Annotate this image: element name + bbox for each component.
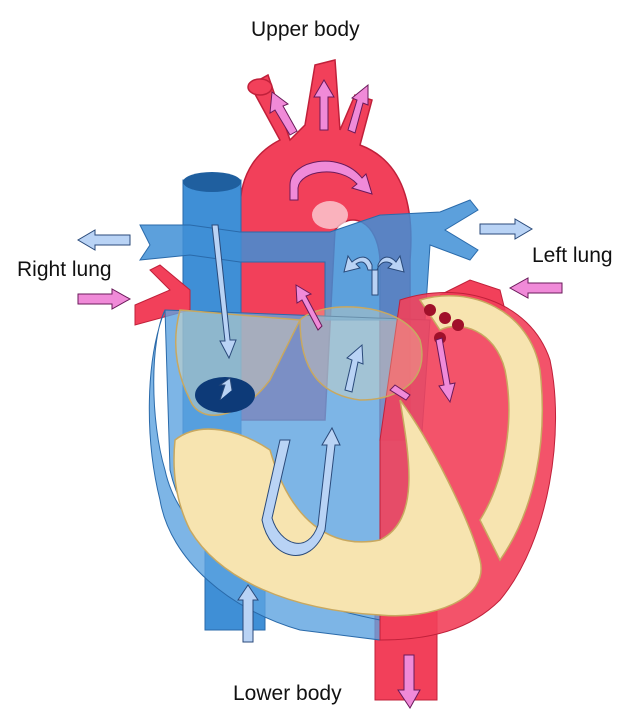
- arrow-to-left-lung: [479, 218, 533, 240]
- label-upper-body: Upper body: [251, 18, 360, 41]
- arrow-ventricle-loop: [261, 426, 341, 556]
- arrow-to-aorta: [295, 284, 323, 331]
- arrow-right-ventricle-up: [344, 343, 364, 393]
- arrow-left-ventricle: [435, 337, 456, 404]
- arrow-atrium-small: [218, 377, 233, 401]
- pulmonary-artery: [138, 199, 479, 321]
- oxygenated-flow-arrows: [77, 79, 563, 709]
- arrow-upper-left: [269, 91, 298, 136]
- arrow-svc-down: [211, 224, 237, 360]
- label-right-lung: Right lung: [17, 258, 112, 281]
- deoxygenated-flow-arrows: [77, 218, 533, 643]
- arrow-ivc-up: [237, 584, 259, 643]
- arrow-pulmonary-split: [343, 254, 405, 296]
- arrow-from-right-lung: [77, 288, 132, 310]
- arrow-mitral: [389, 384, 411, 401]
- arrow-upper-mid: [313, 79, 335, 131]
- aorta-highlight: [312, 201, 348, 229]
- arrow-lower-body: [397, 654, 421, 709]
- arrow-to-right-lung: [77, 229, 131, 251]
- arrow-from-left-lung: [508, 277, 563, 299]
- arrow-upper-right: [347, 83, 369, 134]
- arrow-arch: [289, 160, 373, 201]
- label-lower-body: Lower body: [233, 682, 342, 705]
- label-left-lung: Left lung: [532, 244, 613, 267]
